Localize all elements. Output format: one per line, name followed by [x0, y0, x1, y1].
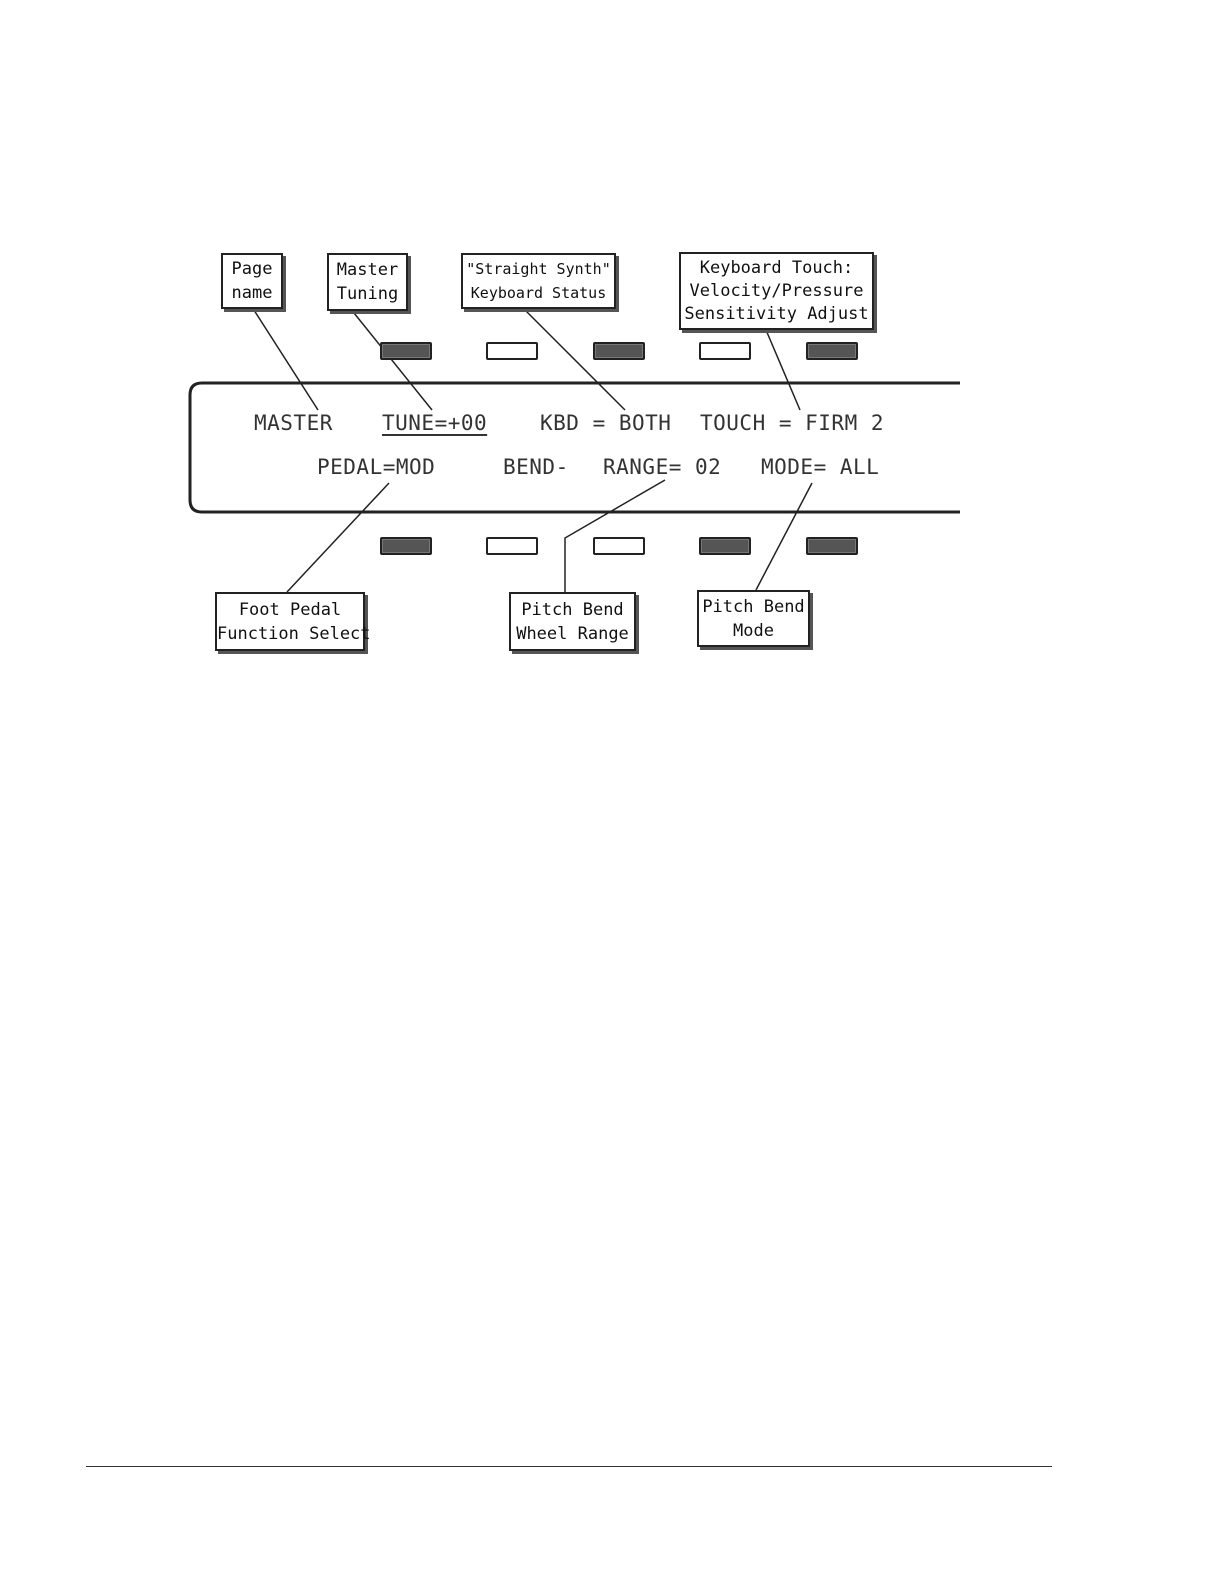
callout-line: Page: [223, 257, 281, 281]
callout-pitch-bend-range: Pitch Bend Wheel Range: [509, 592, 636, 651]
footer-divider: [86, 1466, 1052, 1467]
callout-line: Pitch Bend: [699, 595, 808, 619]
callout-line: Keyboard Status: [463, 281, 614, 305]
leader-page-name: [252, 307, 318, 410]
softkey-bottom-2[interactable]: [486, 537, 538, 555]
callout-foot-pedal: Foot Pedal Function Select: [215, 592, 365, 651]
softkey-top-3[interactable]: [593, 342, 645, 360]
lcd-range: RANGE= 02: [603, 455, 721, 479]
softkey-top-5[interactable]: [806, 342, 858, 360]
callout-line: Tuning: [329, 282, 406, 306]
callout-line: Wheel Range: [511, 622, 634, 646]
lcd-pedal: PEDAL=MOD: [317, 455, 435, 479]
leader-keyboard-touch: [766, 330, 800, 410]
softkey-top-1[interactable]: [380, 342, 432, 360]
callout-line: Keyboard Touch:: [681, 257, 872, 280]
callout-line: Master: [329, 258, 406, 282]
leader-straight-synth: [525, 310, 625, 410]
lcd-page-name: MASTER: [254, 411, 333, 435]
callout-line: Mode: [699, 619, 808, 643]
callout-line: Function Select: [217, 622, 363, 646]
callout-line: Foot Pedal: [217, 598, 363, 622]
leader-foot-pedal: [287, 483, 389, 592]
softkey-bottom-3[interactable]: [593, 537, 645, 555]
callout-line: "Straight Synth": [463, 257, 614, 281]
softkey-top-2[interactable]: [486, 342, 538, 360]
softkey-bottom-4[interactable]: [699, 537, 751, 555]
callout-page-name: Page name: [221, 253, 283, 309]
lcd-bend: BEND-: [503, 455, 569, 479]
callout-pitch-bend-mode: Pitch Bend Mode: [697, 590, 810, 647]
lcd-tune: TUNE=+00: [382, 411, 487, 435]
callout-line: Velocity/Pressure: [681, 280, 872, 303]
callout-line: name: [223, 281, 281, 305]
softkey-bottom-5[interactable]: [806, 537, 858, 555]
lcd-kbd: KBD = BOTH: [540, 411, 671, 435]
softkey-bottom-1[interactable]: [380, 537, 432, 555]
lcd-touch: TOUCH = FIRM 2: [700, 411, 884, 435]
lcd-mode: MODE= ALL: [761, 455, 879, 479]
leader-pitch-bend-mode: [756, 483, 812, 590]
leader-master-tuning: [354, 313, 432, 410]
callout-straight-synth: "Straight Synth" Keyboard Status: [461, 253, 616, 309]
callout-line: Pitch Bend: [511, 598, 634, 622]
callout-line: Sensitivity Adjust: [681, 303, 872, 326]
leader-pitch-bend-range: [565, 480, 665, 592]
callout-master-tuning: Master Tuning: [327, 253, 408, 311]
callout-keyboard-touch: Keyboard Touch: Velocity/Pressure Sensit…: [679, 252, 874, 330]
softkey-top-4[interactable]: [699, 342, 751, 360]
lcd-frame: [190, 383, 960, 512]
